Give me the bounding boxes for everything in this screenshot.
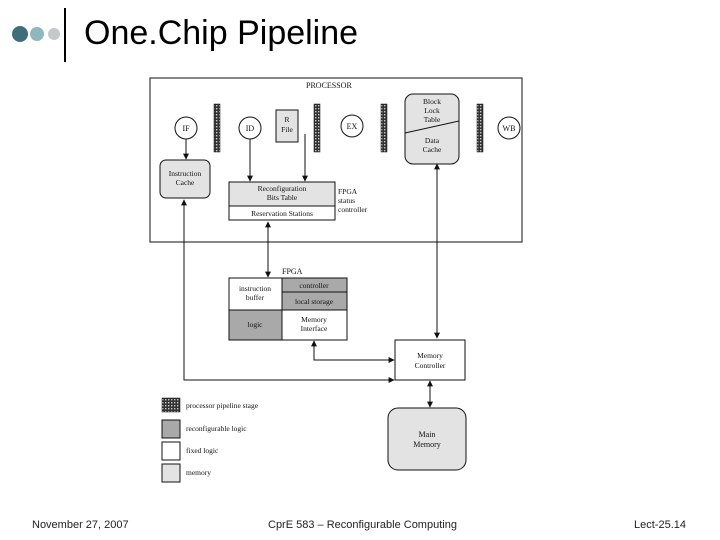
fpga-status-label-1: FPGA xyxy=(338,187,358,196)
memory-interface-label-2: Interface xyxy=(301,324,328,333)
dot-mid xyxy=(30,27,44,41)
stage-wb xyxy=(497,116,521,140)
main-memory-label-1: Main xyxy=(419,430,436,439)
memory-controller-label-2: Controller xyxy=(415,361,446,370)
legend-label-pipeline: processor pipeline stage xyxy=(186,401,259,410)
dot-dark xyxy=(12,26,28,42)
stage-id-label: ID xyxy=(246,124,255,133)
decorative-dots xyxy=(12,26,60,42)
legend-swatch-fixed xyxy=(161,441,181,461)
fpga-status-label-3: controller xyxy=(338,205,368,214)
processor-label: PROCESSOR xyxy=(306,81,352,90)
stage-ex-label: EX xyxy=(347,122,358,131)
dot-light xyxy=(48,28,60,40)
block-lock-label-1: Block xyxy=(423,97,441,106)
fpga-label: FPGA xyxy=(282,267,303,276)
pipeline-latch-1 xyxy=(213,103,221,153)
block-lock-label-2: Lock xyxy=(424,106,440,115)
stage-ex xyxy=(340,114,364,138)
register-file-label-1: R xyxy=(284,115,289,124)
main-memory xyxy=(387,407,467,471)
register-file-label-2: File xyxy=(281,125,293,134)
legend-swatch-memory xyxy=(161,463,181,483)
data-cache-label-1: Data xyxy=(425,136,440,145)
legend-swatch-reconfigurable xyxy=(161,419,181,439)
main-memory-label-2: Memory xyxy=(413,440,441,449)
instruction-cache xyxy=(159,159,211,199)
footer-slide-number: Lect-25.14 xyxy=(634,519,686,531)
data-cache-label-2: Cache xyxy=(423,145,442,154)
reconfig-bits-label-2: Bits Table xyxy=(267,193,298,202)
title-divider xyxy=(64,8,66,62)
stage-wb-label: WB xyxy=(503,124,516,133)
block-lock-divider xyxy=(404,120,460,134)
instruction-cache-label-2: Cache xyxy=(176,178,195,187)
register-file xyxy=(275,109,299,143)
fpga-logic-label: logic xyxy=(248,320,264,329)
legend-label-memory: memory xyxy=(186,468,211,477)
legend-swatch-pipeline xyxy=(161,397,181,413)
arrow-fpga-to-memctrl xyxy=(311,340,395,363)
block-lock-data-cache xyxy=(404,93,460,165)
arrow-icache-to-memctrl xyxy=(181,199,395,383)
fpga-controller-label: controller xyxy=(299,281,329,290)
pipeline-latch-3 xyxy=(380,103,388,153)
block-lock-label-3: Table xyxy=(424,115,441,124)
footer-date: November 27, 2007 xyxy=(32,519,129,531)
fpga-status-label-2: status xyxy=(338,196,355,205)
footer-course: CprE 583 – Reconfigurable Computing xyxy=(268,519,457,531)
instruction-cache-label-1: Instruction xyxy=(169,169,202,178)
memory-controller-label-1: Memory xyxy=(417,351,443,360)
memory-interface-label-1: Memory xyxy=(301,315,327,324)
page-title: One.Chip Pipeline xyxy=(84,14,359,52)
reconfig-bits-label-1: Reconfiguration xyxy=(258,184,307,193)
pipeline-latch-4 xyxy=(476,103,484,153)
legend-label-reconfigurable: reconfigurable logic xyxy=(186,424,247,433)
legend-label-fixed: fixed logic xyxy=(186,446,219,455)
local-storage-label: local storage xyxy=(295,297,334,306)
instruction-buffer-label-1: instruction xyxy=(239,284,271,293)
stage-if-label: IF xyxy=(182,124,190,133)
instruction-buffer-label-2: buffer xyxy=(246,293,265,302)
reservation-stations-label: Reservation Stations xyxy=(251,209,313,218)
pipeline-latch-2 xyxy=(313,103,321,153)
memory-controller xyxy=(394,339,466,381)
